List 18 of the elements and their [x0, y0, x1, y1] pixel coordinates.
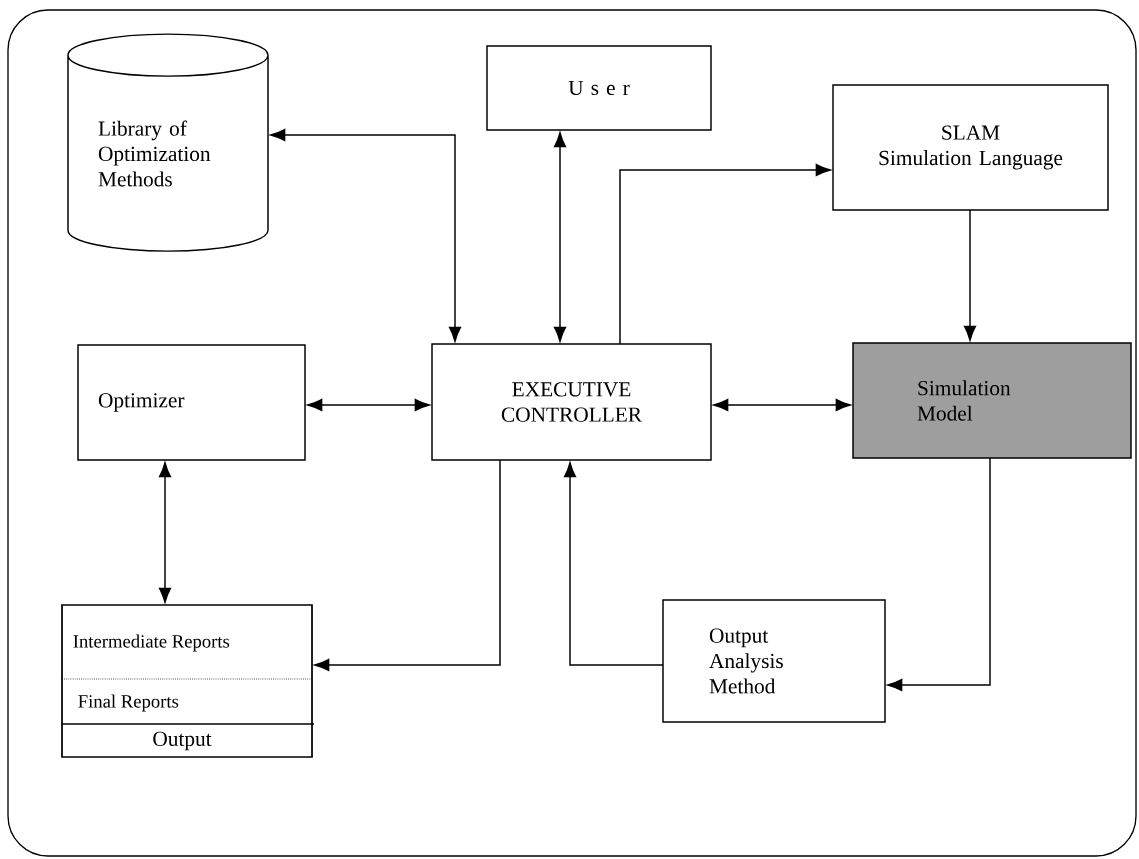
arrow [713, 398, 851, 412]
model-box: Simulation Model [852, 342, 1132, 459]
analysis-box: Output Analysis Method [662, 599, 886, 723]
language-box: SLAM Simulation Language [832, 84, 1109, 211]
arrow [563, 462, 664, 666]
arrow [314, 459, 501, 672]
arrow [307, 398, 430, 412]
optimizer-box: Optimizer [77, 344, 306, 461]
arrow [619, 163, 831, 345]
user-box: U s e r [486, 45, 712, 131]
arrow [963, 209, 977, 341]
library-cylinder: Library of Optimization Methods [67, 33, 269, 252]
arrow [270, 128, 462, 342]
arrow [887, 457, 991, 692]
arrow [158, 462, 172, 603]
report-box: Intermediate Reports Final Reports Output [61, 604, 315, 758]
controller-box: EXECUTIVE CONTROLLER [431, 343, 712, 461]
arrow [553, 132, 567, 342]
